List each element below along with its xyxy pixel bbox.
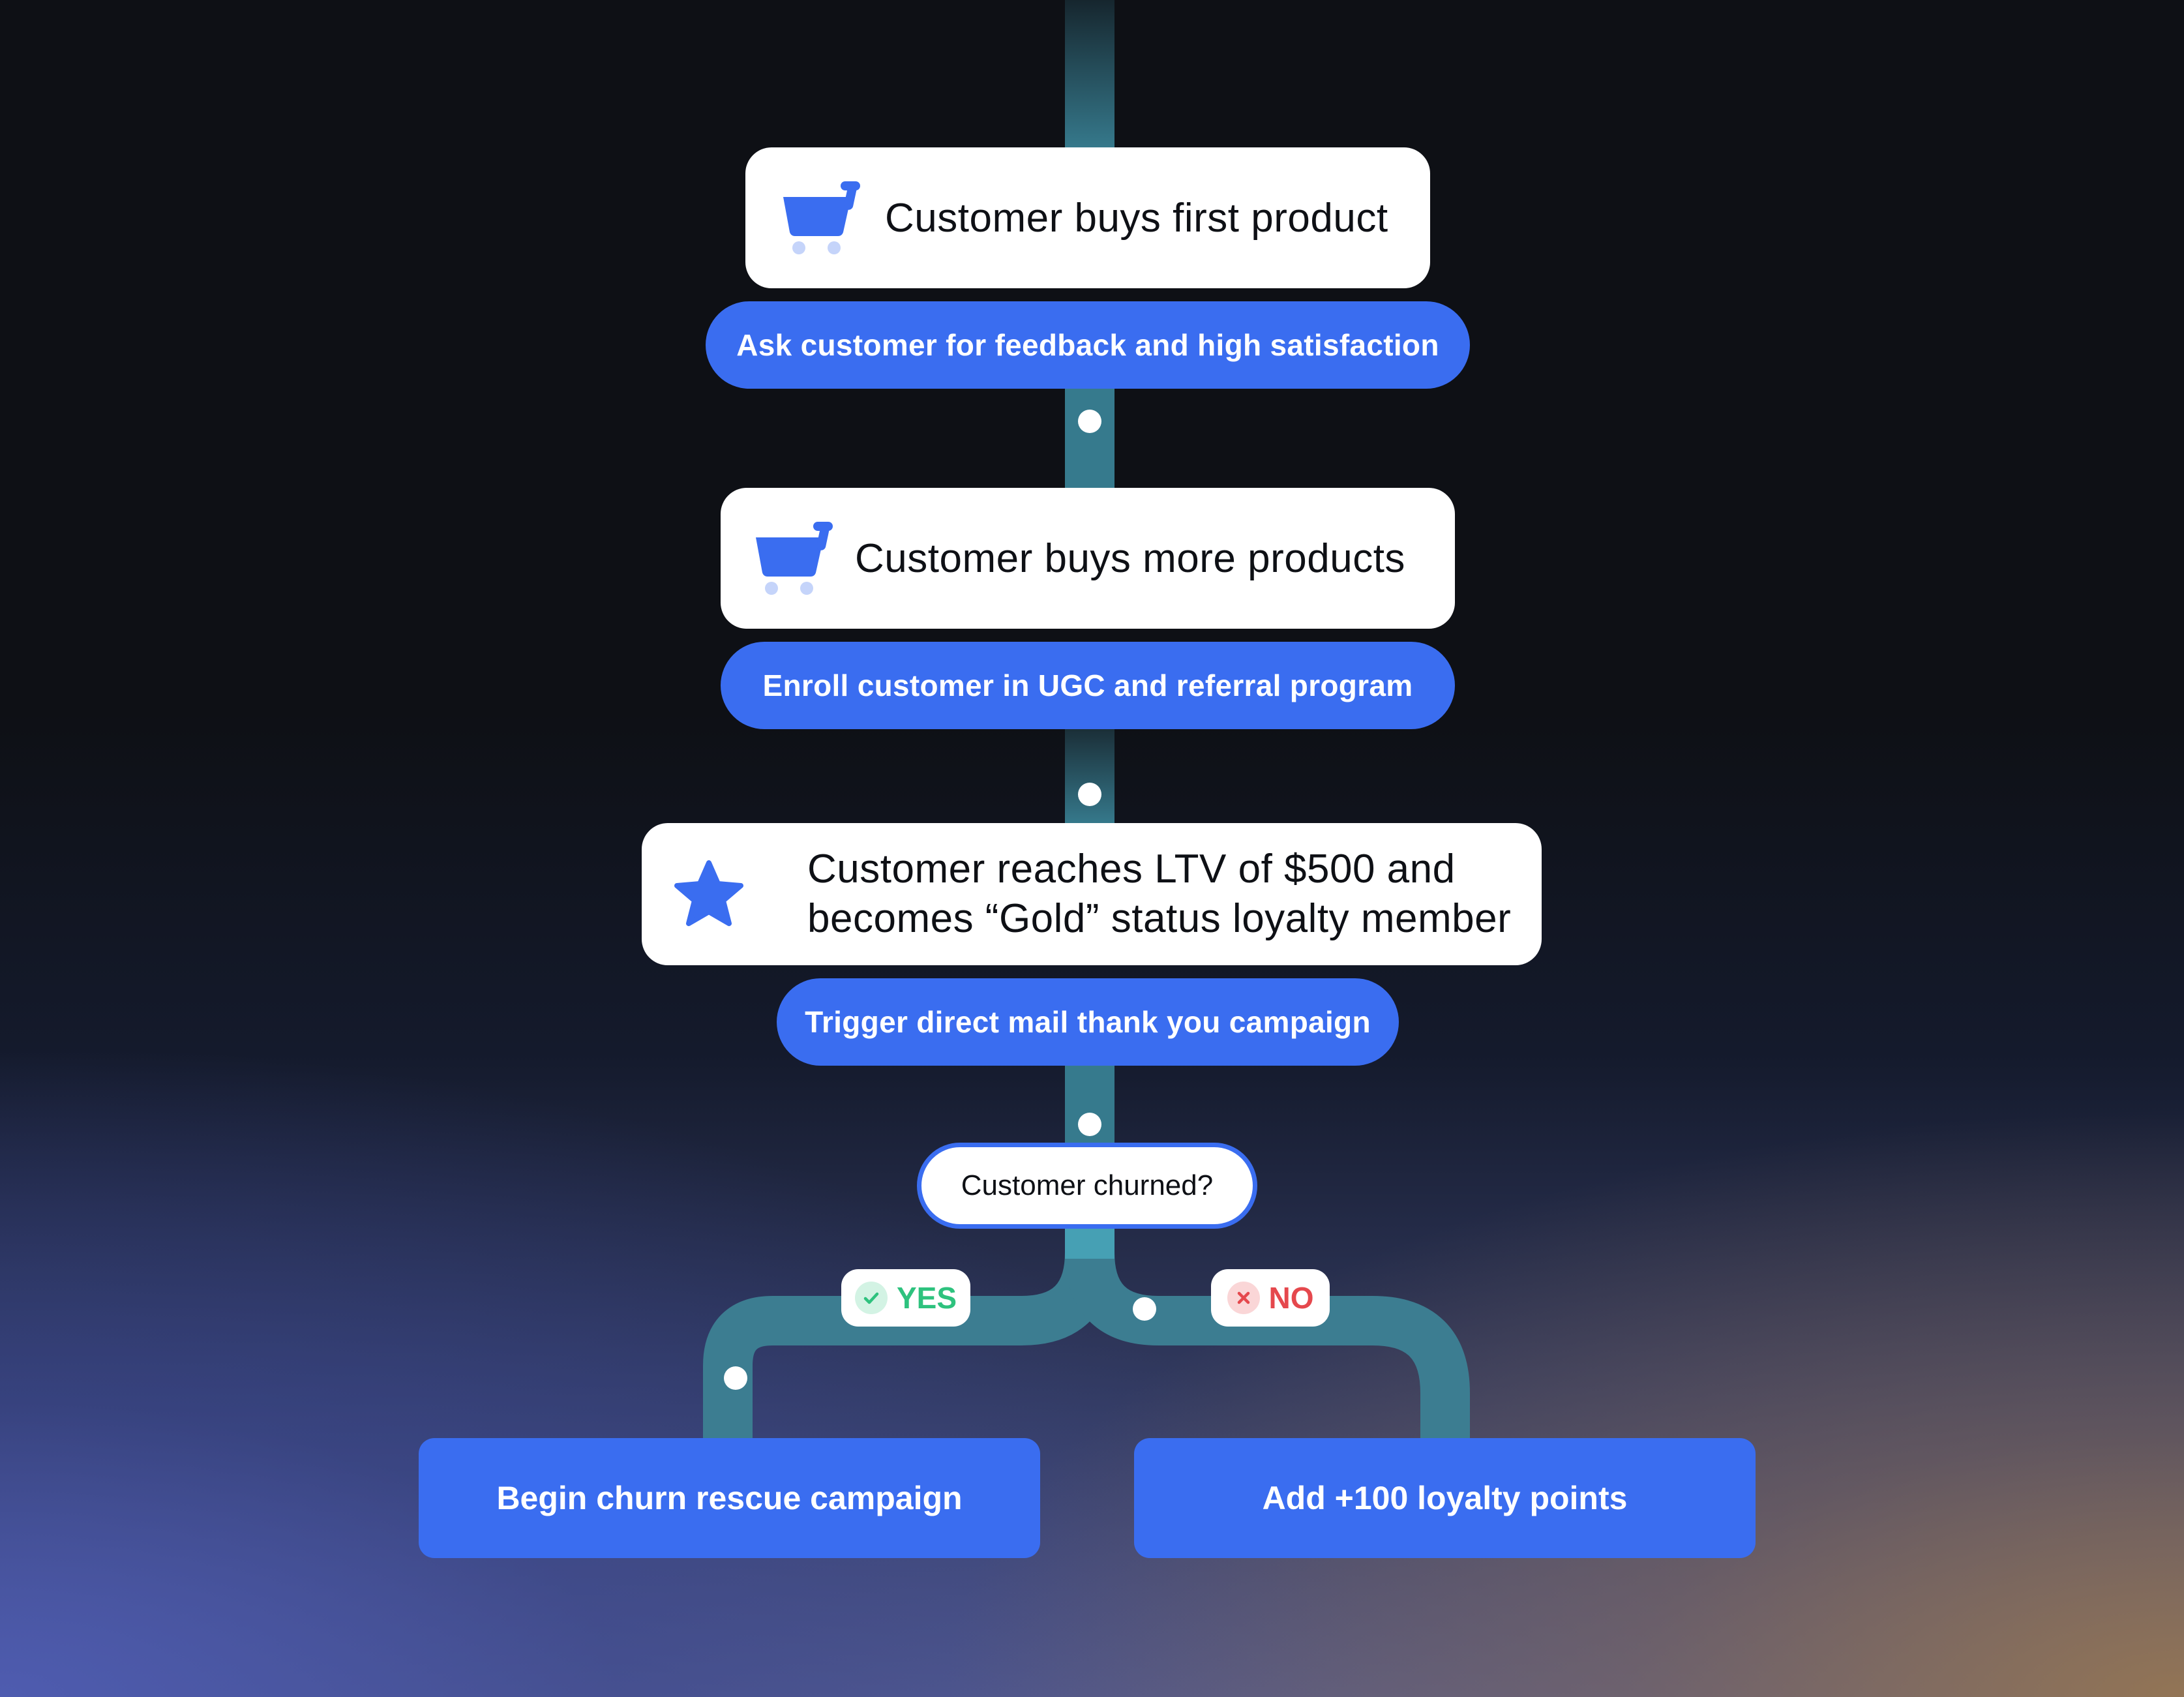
event-label: Customer buys first product — [885, 195, 1388, 241]
track-segment-top — [1065, 0, 1114, 150]
node-dot — [1078, 410, 1101, 433]
node-dot — [1078, 1113, 1101, 1136]
event-label: Customer buys more products — [855, 535, 1405, 581]
track-branch-yes — [703, 1223, 1114, 1445]
branch-label-no: NO — [1268, 1281, 1314, 1315]
track-segment-2 — [1065, 727, 1114, 825]
action-pill-enroll: Enroll customer in UGC and referral prog… — [721, 642, 1455, 729]
event-card-more-purchases: Customer buys more products — [721, 488, 1455, 629]
outcome-churn-rescue: Begin churn rescue campaign — [419, 1438, 1040, 1558]
shopping-cart-icon — [756, 522, 833, 595]
track-branch-no — [1065, 1223, 1470, 1445]
shopping-cart-icon — [783, 181, 860, 254]
action-pill-feedback: Ask customer for feedback and high satis… — [706, 301, 1470, 389]
decision-node-churned: Customer churned? — [917, 1143, 1257, 1229]
node-dot — [724, 1366, 747, 1390]
event-card-first-purchase: Customer buys first product — [745, 147, 1430, 288]
node-dot — [1078, 783, 1101, 806]
track-segment-1 — [1065, 385, 1114, 496]
branch-label-yes: YES — [896, 1281, 957, 1315]
star-icon — [674, 860, 743, 926]
branch-badge-no: NO — [1211, 1269, 1330, 1327]
action-pill-direct-mail: Trigger direct mail thank you campaign — [777, 978, 1399, 1066]
event-label: Customer reaches LTV of $500 and becomes… — [807, 847, 1512, 941]
check-icon — [854, 1282, 888, 1314]
event-card-gold-status: Customer reaches LTV of $500 and becomes… — [642, 823, 1542, 965]
outcome-loyalty-points: Add +100 loyalty points — [1134, 1438, 1756, 1558]
x-icon — [1227, 1282, 1260, 1314]
node-dot — [1133, 1297, 1156, 1321]
branch-badge-yes: YES — [841, 1269, 970, 1327]
